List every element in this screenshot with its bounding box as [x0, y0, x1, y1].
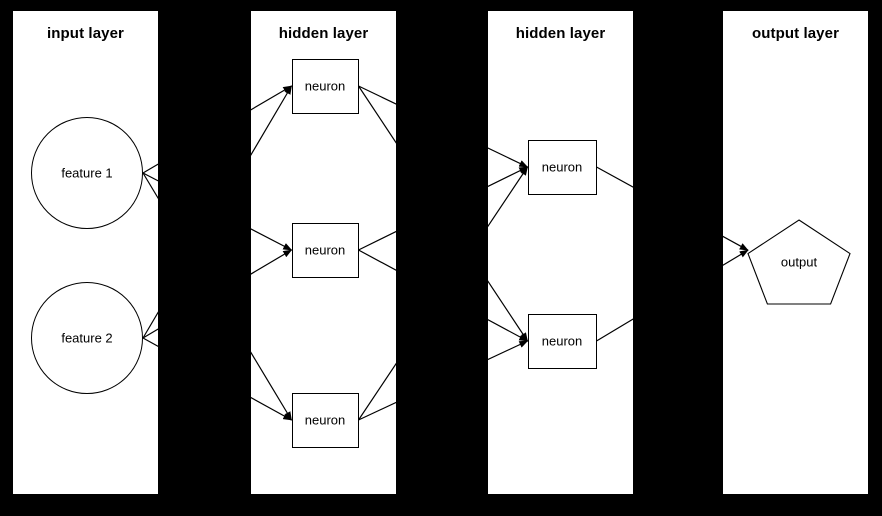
- layer-title-hidden1: hidden layer: [278, 25, 369, 42]
- hidden1-neuron-2-label: neuron: [304, 242, 346, 258]
- layer-title-hidden2: hidden layer: [515, 25, 606, 42]
- input-node-feature-1-label: feature 1: [61, 165, 113, 181]
- hidden1-neuron-1-label: neuron: [304, 78, 346, 94]
- hidden2-neuron-2[interactable]: [527, 313, 597, 369]
- hidden2-neuron-1[interactable]: [527, 139, 597, 195]
- input-node-feature-1[interactable]: [31, 117, 143, 229]
- output-node-pentagon[interactable]: [746, 218, 852, 306]
- hidden2-neuron-1-label: neuron: [541, 159, 583, 175]
- hidden1-neuron-2[interactable]: [291, 222, 359, 278]
- input-node-feature-2[interactable]: [31, 282, 143, 394]
- layer-title-input: input layer: [47, 25, 124, 42]
- layer-panel-input: input layer: [13, 11, 158, 494]
- hidden1-neuron-3-label: neuron: [304, 412, 346, 428]
- layer-title-output: output layer: [751, 25, 840, 42]
- hidden1-neuron-1[interactable]: [291, 58, 359, 114]
- hidden1-neuron-3[interactable]: [291, 392, 359, 448]
- hidden2-neuron-2-label: neuron: [541, 333, 583, 349]
- output-node-label: output: [780, 254, 818, 270]
- input-node-feature-2-label: feature 2: [61, 330, 113, 346]
- layer-panel-hidden2: hidden layer: [488, 11, 633, 494]
- pentagon-shape: [747, 219, 851, 305]
